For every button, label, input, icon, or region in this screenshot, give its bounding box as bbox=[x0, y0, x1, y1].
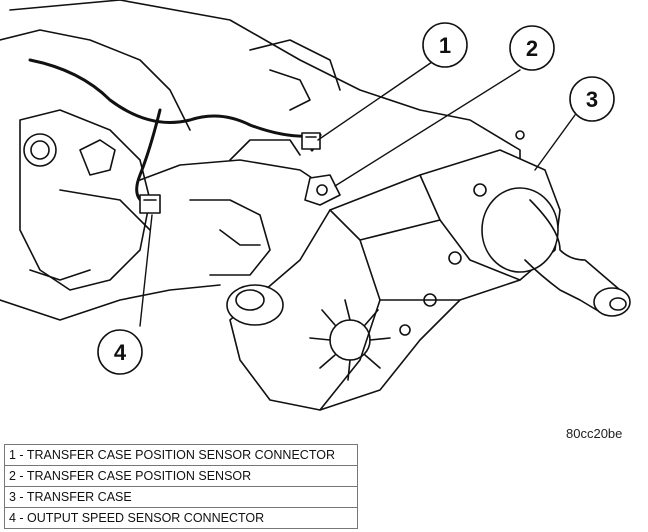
transfer-case-position-sensor bbox=[304, 174, 341, 206]
front-output-flange bbox=[226, 284, 284, 326]
callout-circle-4 bbox=[97, 329, 143, 375]
legend-entry: 3 - TRANSFER CASE bbox=[4, 486, 358, 508]
legend-row: 1 - TRANSFER CASE POSITION SENSOR CONNEC… bbox=[4, 444, 358, 466]
output-shaft-boot bbox=[481, 187, 631, 317]
legend-table: 1 - TRANSFER CASE POSITION SENSOR CONNEC… bbox=[4, 444, 358, 529]
legend-row: 2 - TRANSFER CASE POSITION SENSOR bbox=[4, 465, 358, 487]
callout-number-4: 4 bbox=[114, 340, 127, 365]
transmission-housing bbox=[0, 0, 521, 321]
callout-number-3: 3 bbox=[586, 87, 598, 112]
legend-entry: 1 - TRANSFER CASE POSITION SENSOR CONNEC… bbox=[4, 444, 358, 466]
callout-number-1: 1 bbox=[439, 33, 451, 58]
cooling-ribs bbox=[309, 299, 391, 381]
legend-entry: 4 - OUTPUT SPEED SENSOR CONNECTOR bbox=[4, 507, 358, 529]
callout-circle-1 bbox=[422, 22, 468, 68]
figure-id: 80cc20be bbox=[566, 426, 623, 441]
legend-row: 4 - OUTPUT SPEED SENSOR CONNECTOR bbox=[4, 507, 358, 529]
callout-circle-3 bbox=[569, 76, 615, 122]
legend-entry: 2 - TRANSFER CASE POSITION SENSOR bbox=[4, 465, 358, 487]
transfer-case-illustration: 1 2 3 4 bbox=[0, 0, 631, 411]
transfer-case-position-sensor-connector bbox=[301, 132, 321, 150]
wiring-harness bbox=[28, 58, 322, 207]
legend-row: 3 - TRANSFER CASE bbox=[4, 486, 358, 508]
output-speed-sensor-connector bbox=[139, 194, 161, 214]
transfer-case bbox=[226, 130, 631, 411]
callout-leaders bbox=[139, 61, 576, 327]
callout-circle-2 bbox=[509, 25, 555, 71]
callout-number-2: 2 bbox=[526, 36, 538, 61]
